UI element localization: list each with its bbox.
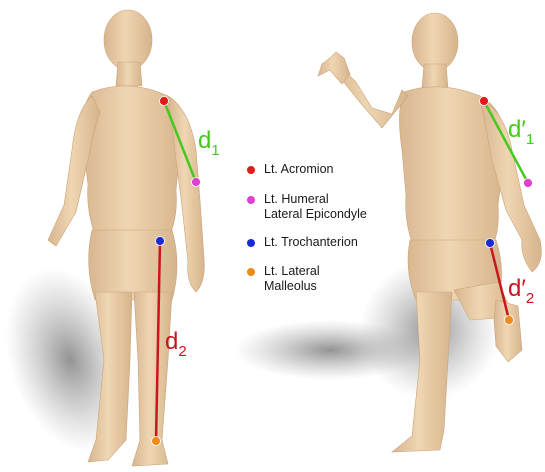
right-figure-head: [412, 13, 458, 71]
left-d2-label-subscript: 2: [178, 343, 186, 360]
right-d2-label-subscript: 2: [526, 290, 534, 307]
right-d2-label: d′2: [508, 275, 534, 307]
left-d2-label-main: d: [165, 328, 178, 355]
right-d1-label-main: d′: [508, 116, 526, 143]
acromion-dot-icon: [247, 166, 255, 174]
legend-item-acromion: Lt. Acromion: [246, 162, 333, 177]
legend-label-lateral-malleolus: Lt. Lateral Malleolus: [264, 264, 320, 294]
right-d2-label-main: d′: [508, 275, 526, 302]
right-acromion-marker: [480, 97, 489, 106]
malleolus-dot-icon: [247, 268, 255, 276]
left-d1-label: d1: [198, 127, 220, 159]
legend-label-trochanterion: Lt. Trochanterion: [264, 235, 358, 250]
left-figure-head: [104, 10, 152, 70]
left-trochanterion-marker: [156, 237, 165, 246]
right-figure-hand: [318, 52, 350, 84]
right-body-figure: [318, 13, 541, 452]
left-d1-label-subscript: 1: [211, 142, 219, 159]
left-malleolus-marker: [152, 437, 161, 446]
epicondyle-dot-icon: [247, 196, 255, 204]
legend-label-humeral-epicondyle: Lt. Humeral Lateral Epicondyle: [264, 192, 367, 222]
right-d1-label: d′1: [508, 116, 534, 148]
legend-item-humeral-epicondyle: Lt. Humeral Lateral Epicondyle: [246, 192, 367, 222]
right-trochanterion-marker: [486, 239, 495, 248]
right-figure-raised-shin: [494, 300, 522, 362]
right-figure-neck: [422, 64, 448, 88]
legend-label-acromion: Lt. Acromion: [264, 162, 333, 177]
right-epicondyle-marker: [524, 179, 533, 188]
trochanterion-dot-icon: [247, 239, 255, 247]
left-d1-label-main: d: [198, 127, 211, 154]
legend-item-trochanterion: Lt. Trochanterion: [246, 235, 358, 250]
left-figure-neck: [116, 62, 142, 86]
left-epicondyle-marker: [192, 178, 201, 187]
right-d1-label-subscript: 1: [526, 131, 534, 148]
right-malleolus-marker: [505, 316, 514, 325]
left-acromion-marker: [160, 97, 169, 106]
legend-item-lateral-malleolus: Lt. Lateral Malleolus: [246, 264, 320, 294]
